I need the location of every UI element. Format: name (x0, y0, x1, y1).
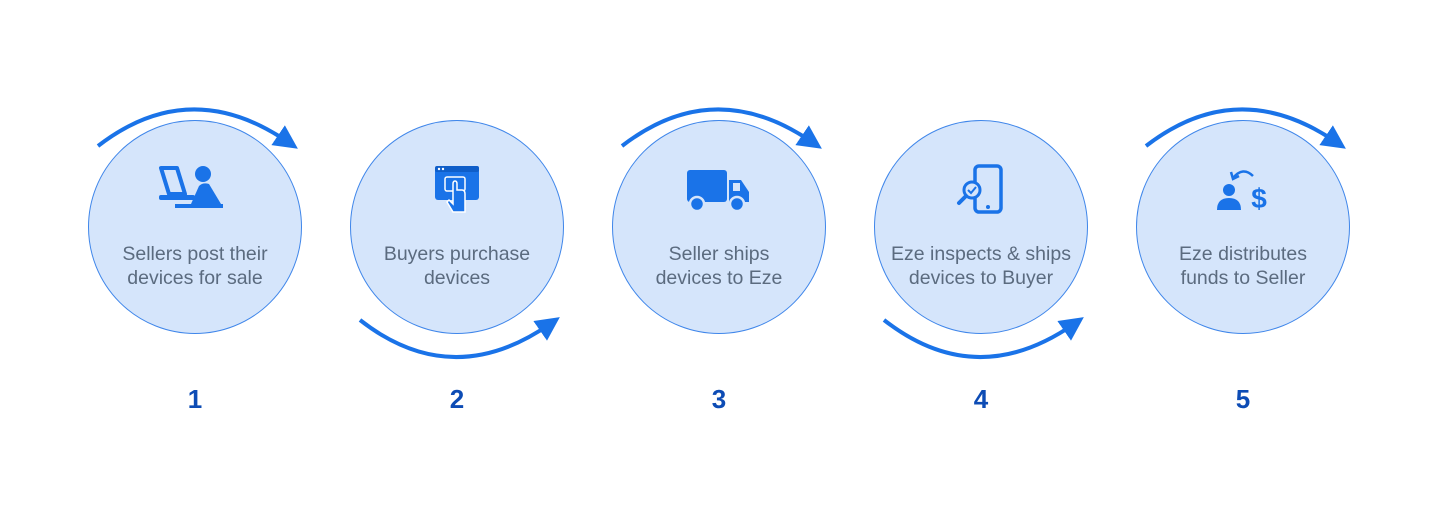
step-label: Eze distributes funds to Seller (1179, 243, 1307, 289)
funds-transfer-icon: $ (1203, 164, 1283, 214)
step-2: Buyers purchase devices (350, 120, 564, 334)
step-circle (350, 120, 564, 334)
step-circle (88, 120, 302, 334)
step-1: Sellers post their devices for sale (88, 120, 302, 334)
step-number-5: 5 (1235, 384, 1251, 414)
arrow-bottom-2 (358, 317, 560, 359)
step-label: Buyers purchase devices (383, 243, 531, 289)
step-3: Seller ships devices to Eze (612, 120, 826, 334)
step-label: Seller ships devices to Eze (655, 243, 783, 289)
seller-laptop-icon (155, 164, 235, 214)
arrow-top-5 (1144, 107, 1346, 149)
online-purchase-icon (417, 164, 497, 214)
step-label: Eze inspects & ships devices to Buyer (891, 243, 1071, 289)
step-4: Eze inspects & ships devices to Buyer (874, 120, 1088, 334)
phone-inspection-icon (941, 164, 1021, 214)
arrow-bottom-4 (882, 317, 1084, 359)
step-circle (874, 120, 1088, 334)
step-number-4: 4 (973, 384, 989, 414)
arrow-top-1 (96, 107, 298, 149)
step-number-3: 3 (711, 384, 727, 414)
step-circle (612, 120, 826, 334)
step-circle (1136, 120, 1350, 334)
arrow-top-3 (620, 107, 822, 149)
svg-text:$: $ (1251, 183, 1267, 214)
delivery-truck-icon (679, 164, 759, 214)
step-5: $ Eze distributes funds to Seller (1136, 120, 1350, 334)
step-label: Sellers post their devices for sale (122, 243, 268, 289)
step-number-2: 2 (449, 384, 465, 414)
step-number-1: 1 (187, 384, 203, 414)
